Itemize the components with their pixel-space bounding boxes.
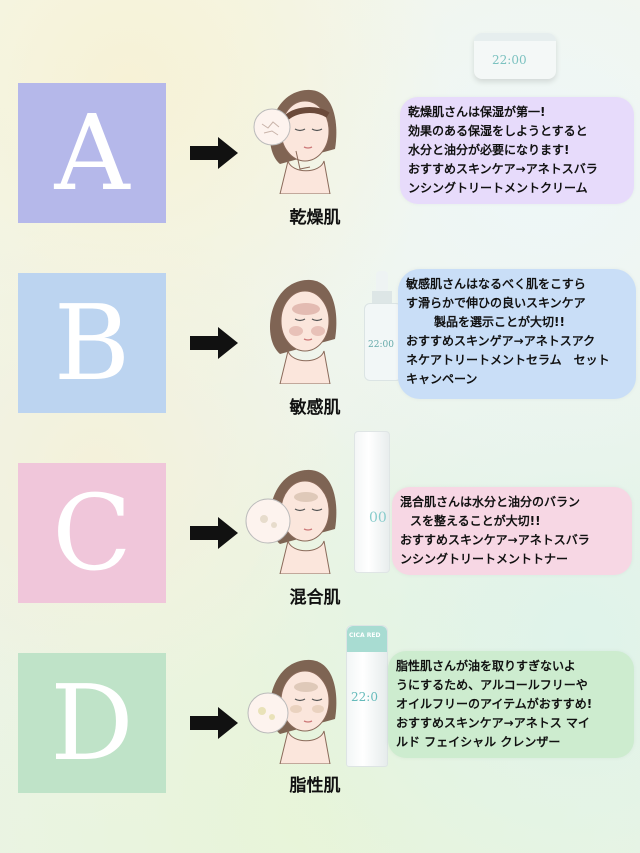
product-badge-d: CICA RED xyxy=(349,632,381,639)
combination-skin-face-illustration xyxy=(245,469,337,574)
skin-type-label-a: 乾燥肌 xyxy=(289,208,341,228)
description-bubble-b: 敏感肌さんはなるべく肌をこすら す滑らかで伸ひの良いスキンケア 製品を選示ことが… xyxy=(398,269,636,399)
skin-type-label-d: 脂性肌 xyxy=(289,776,341,796)
section-b: B 敏感肌 22:00 敏感肌さんはなるべく肌をこすら す滑らかで伸ひの良いスキ… xyxy=(0,269,640,463)
letter-box-c: C xyxy=(18,463,166,603)
arrow-right-icon xyxy=(190,517,238,549)
oily-skin-face-illustration xyxy=(247,659,337,764)
product-label-d: 22:0 xyxy=(351,690,378,704)
sensitive-skin-face-illustration xyxy=(269,279,337,384)
description-line: 製品を選示ことが大切!! xyxy=(434,315,565,329)
letter-box-b: B xyxy=(18,273,166,413)
description-line: おすすめスキンケア→アネトスバラ xyxy=(408,162,598,176)
product-label-a: 22:00 xyxy=(492,53,527,67)
description-bubble-c: 混合肌さんは水分と油分のバラン スを整えることが大切!! おすすめスキンケア→ア… xyxy=(392,487,632,575)
description-line: ンシングトリートメントクリーム xyxy=(408,181,588,195)
description-line: ンシングトリートメントトナー xyxy=(400,552,569,566)
skin-type-label-b: 敏感肌 xyxy=(289,398,341,418)
arrow-right-icon xyxy=(190,707,238,739)
letter-d: D xyxy=(50,662,134,784)
description-line: 効果のある保湿をしようとすると xyxy=(408,124,588,138)
section-d: D 脂性肌 CICA RED 22:0 脂性肌さんが油を取りすぎないよ うにする… xyxy=(0,625,640,843)
description-line: ルド フェイシャル クレンザー xyxy=(396,735,561,749)
dry-skin-face-illustration xyxy=(253,89,337,194)
letter-c: C xyxy=(52,472,132,594)
skin-type-label-c: 混合肌 xyxy=(289,588,341,608)
product-label-c: 00 xyxy=(369,510,387,526)
toner-bottle-product-image: 00 xyxy=(354,431,390,573)
arrow-right-icon xyxy=(190,137,238,169)
arrow-right-icon xyxy=(190,327,238,359)
description-line: おすすめスキンゲア→アネトスアク xyxy=(406,334,596,348)
description-bubble-d: 脂性肌さんが油を取りすぎないよ うにするため、アルコールフリーや オイルフリーの… xyxy=(388,651,634,758)
description-line: ネケアトリートメントセラム セット xyxy=(406,353,610,367)
description-line: 水分と油分が必要になります! xyxy=(408,143,570,157)
letter-b: B xyxy=(53,282,131,404)
description-bubble-a: 乾燥肌さんは保湿が第一! 効果のある保湿をしようとすると 水分と油分が必要になり… xyxy=(400,97,634,204)
description-line: スを整えることが大切!! xyxy=(410,514,541,528)
description-line: 脂性肌さんが油を取りすぎないよ xyxy=(396,659,576,673)
description-line: おすすめスキンケア→アネトスバラ xyxy=(400,533,590,547)
section-c: C 混合肌 00 混合肌さんは水分と油分のバラン スを整えることが大切!! おす… xyxy=(0,431,640,653)
letter-box-a: A xyxy=(18,83,166,223)
serum-bottle-product-image: 22:00 xyxy=(362,271,402,381)
description-line: キャンペーン xyxy=(406,372,478,386)
description-line: おすすめスキンケア→アネトス マイ xyxy=(396,716,590,730)
description-line: す滑らかで伸ひの良いスキンケア xyxy=(406,296,586,310)
description-line: うにするため、アルコールフリーや xyxy=(396,678,588,692)
product-label-b: 22:00 xyxy=(368,340,394,350)
letter-a: A xyxy=(54,92,130,214)
section-a: A 乾燥肌 22:00 乾燥肌さんは保湿が第一! 効果のある保湿をしようとすると… xyxy=(0,33,640,273)
description-line: 混合肌さんは水分と油分のバラン xyxy=(400,495,581,509)
description-line: 敏感肌さんはなるべく肌をこすら xyxy=(406,277,586,291)
cream-jar-product-image: 22:00 xyxy=(474,33,556,79)
letter-box-d: D xyxy=(18,653,166,793)
description-line: 乾燥肌さんは保湿が第一! xyxy=(408,105,546,119)
cleanser-tube-product-image: CICA RED 22:0 xyxy=(346,625,388,767)
description-line: オイルフリーのアイテムがおすすめ! xyxy=(396,697,593,711)
